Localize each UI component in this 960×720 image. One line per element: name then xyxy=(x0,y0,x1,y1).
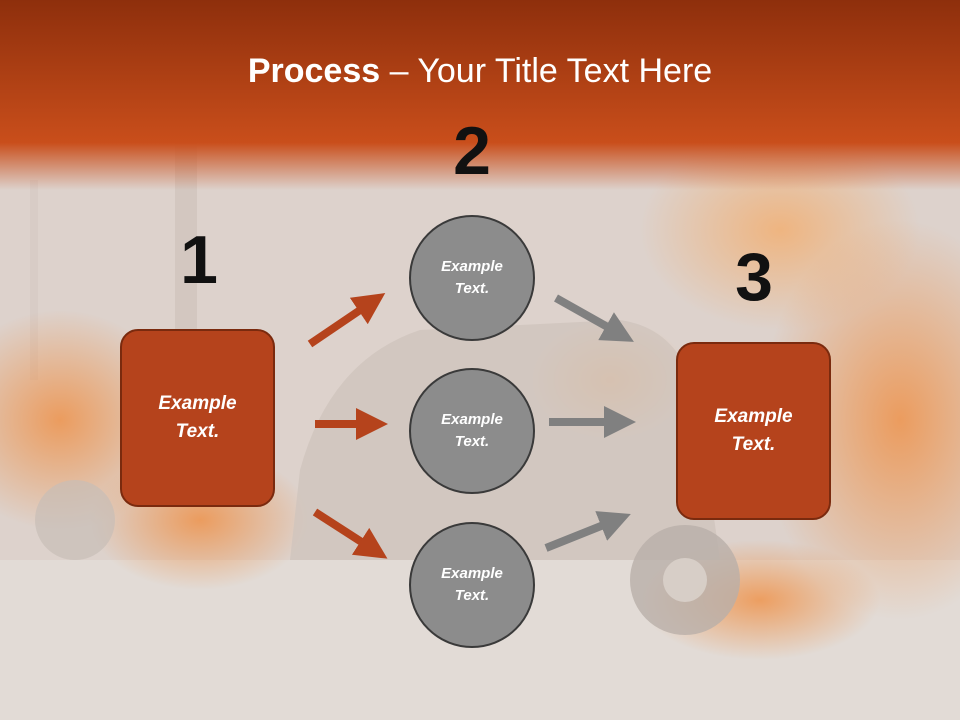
step-1-box[interactable]: Example Text. xyxy=(120,329,275,507)
title-bold: Process xyxy=(247,52,381,90)
circle-bottom-text: Example Text. xyxy=(441,564,503,605)
step-2-circle-middle[interactable]: Example Text. xyxy=(409,368,535,494)
circle-middle-text: Example Text. xyxy=(441,410,503,451)
title-rest: – Your Title Text Here xyxy=(380,52,713,90)
arrow-1-to-top xyxy=(307,293,386,348)
step-1-text: Example Text. xyxy=(158,392,237,443)
arrow-1-to-bottom xyxy=(312,508,388,559)
step-3-text: Example Text. xyxy=(714,405,793,456)
slide-title: Process – Your Title Text Here xyxy=(0,52,960,91)
step-number-3: 3 xyxy=(735,239,773,315)
circle-top-text: Example Text. xyxy=(441,257,503,298)
step-2-circle-bottom[interactable]: Example Text. xyxy=(409,522,535,648)
step-2-circle-top[interactable]: Example Text. xyxy=(409,215,535,341)
arrow-bottom-to-3 xyxy=(544,511,631,552)
arrow-top-to-3 xyxy=(554,294,634,342)
step-number-1: 1 xyxy=(180,222,218,298)
step-3-box[interactable]: Example Text. xyxy=(676,342,831,520)
step-number-2: 2 xyxy=(453,113,491,189)
